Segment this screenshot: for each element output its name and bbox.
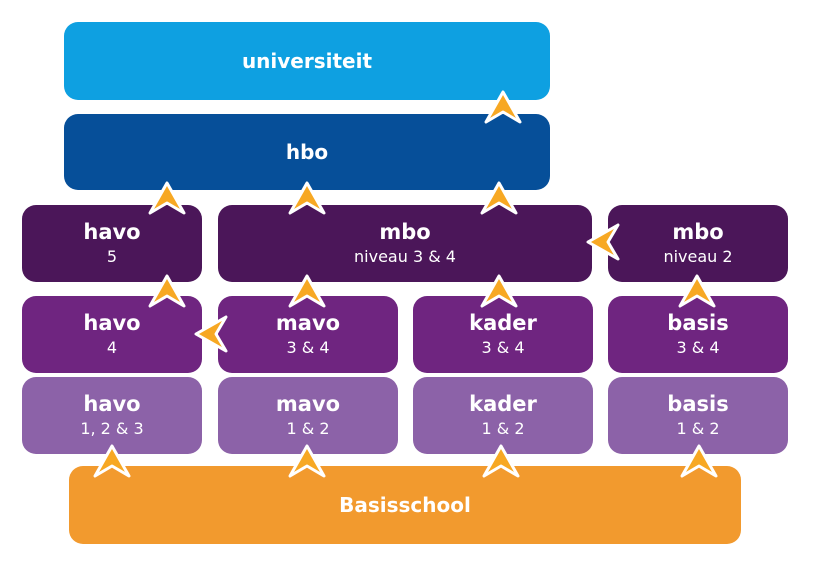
- box-hbo: hbo: [64, 114, 550, 190]
- box-title: basis: [667, 391, 729, 416]
- box-title: kader: [469, 310, 537, 335]
- box-universiteit: universiteit: [64, 22, 550, 100]
- arrow-up-icon: [678, 274, 716, 308]
- box-basisschool: Basisschool: [69, 466, 741, 544]
- arrow-up-icon: [480, 274, 518, 308]
- box-title: mbo: [672, 219, 724, 244]
- arrow-up-icon: [484, 90, 522, 124]
- box-title: universiteit: [241, 49, 373, 73]
- arrow-up-icon: [288, 274, 326, 308]
- box-title: Basisschool: [339, 493, 471, 517]
- box-title: havo: [83, 219, 141, 244]
- box-subtitle: 4: [106, 337, 118, 357]
- box-subtitle: 1 & 2: [676, 418, 720, 438]
- box-title: havo: [83, 391, 141, 416]
- arrow-left-icon: [586, 223, 620, 261]
- box-title: hbo: [285, 140, 329, 164]
- box-subtitle: 1 & 2: [286, 418, 330, 438]
- box-subtitle: 3 & 4: [481, 337, 525, 357]
- box-basis-1-2: basis 1 & 2: [608, 377, 788, 454]
- box-title: kader: [469, 391, 537, 416]
- arrow-up-icon: [288, 181, 326, 215]
- box-havo-5: havo 5: [22, 205, 202, 282]
- box-subtitle: niveau 3 & 4: [354, 246, 456, 266]
- box-basis-3-4: basis 3 & 4: [608, 296, 788, 373]
- arrow-up-icon: [148, 274, 186, 308]
- box-mbo-niveau-3-4: mbo niveau 3 & 4: [218, 205, 592, 282]
- box-mbo-niveau-2: mbo niveau 2: [608, 205, 788, 282]
- box-subtitle: 3 & 4: [286, 337, 330, 357]
- box-subtitle: 3 & 4: [676, 337, 720, 357]
- arrow-up-icon: [288, 444, 326, 478]
- box-kader-3-4: kader 3 & 4: [413, 296, 593, 373]
- box-havo-1-2-3: havo 1, 2 & 3: [22, 377, 202, 454]
- arrow-up-icon: [480, 181, 518, 215]
- box-kader-1-2: kader 1 & 2: [413, 377, 593, 454]
- box-subtitle: 1, 2 & 3: [80, 418, 144, 438]
- box-mavo-3-4: mavo 3 & 4: [218, 296, 398, 373]
- box-subtitle: niveau 2: [663, 246, 733, 266]
- box-mavo-1-2: mavo 1 & 2: [218, 377, 398, 454]
- box-title: havo: [83, 310, 141, 335]
- box-subtitle: 5: [106, 246, 118, 266]
- arrow-up-icon: [482, 444, 520, 478]
- arrow-up-icon: [148, 181, 186, 215]
- arrow-up-icon: [93, 444, 131, 478]
- box-title: mbo: [379, 219, 431, 244]
- box-subtitle: 1 & 2: [481, 418, 525, 438]
- box-title: mavo: [275, 310, 341, 335]
- box-havo-4: havo 4: [22, 296, 202, 373]
- arrow-up-icon: [680, 444, 718, 478]
- box-title: basis: [667, 310, 729, 335]
- box-title: mavo: [275, 391, 341, 416]
- arrow-left-icon: [194, 315, 228, 353]
